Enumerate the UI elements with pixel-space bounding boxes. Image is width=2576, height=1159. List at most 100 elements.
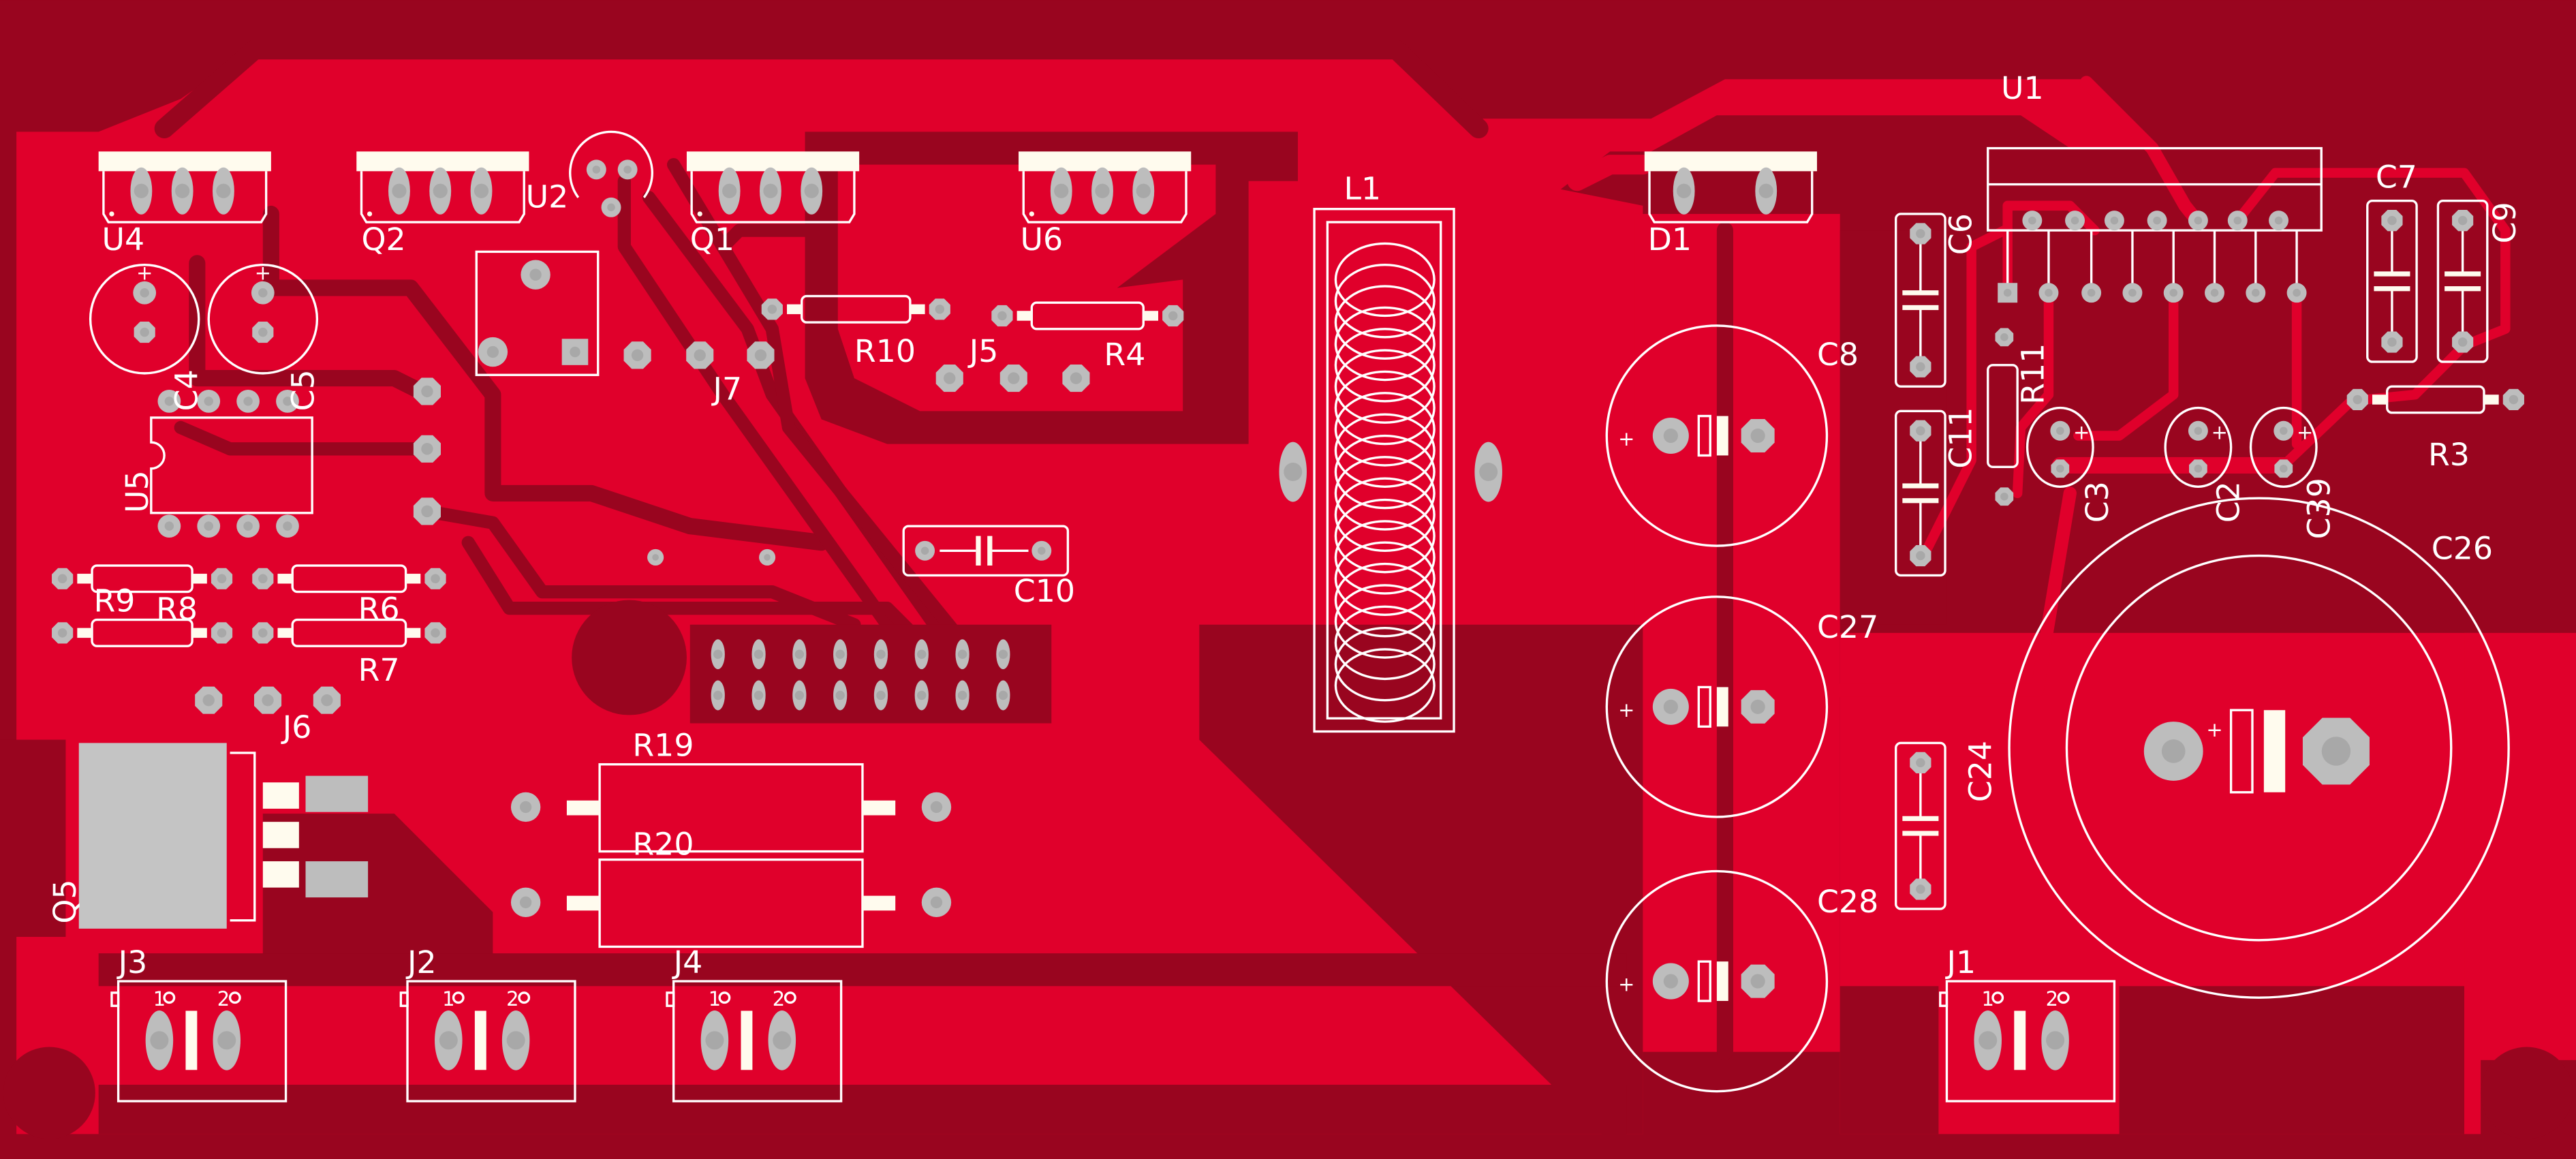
u1-pad [2022, 211, 2043, 231]
terminal-divider [741, 1010, 753, 1070]
c7-pad [2381, 331, 2403, 353]
polarity-band [2263, 710, 2286, 792]
inductor-pad [1279, 442, 1307, 502]
c11-outline [1895, 409, 1946, 577]
label-Q5: Q5 [46, 879, 83, 923]
cap-pad [2274, 420, 2294, 441]
dip-pad [157, 389, 181, 413]
r4-pad [1162, 305, 1184, 327]
silkscreen-outline [2057, 991, 2070, 1004]
transistor-pad [470, 167, 493, 215]
r3-pad [2502, 388, 2524, 411]
c26-pad [2302, 717, 2370, 785]
label-D1: D1 [1648, 221, 1692, 258]
trimmer-pad [521, 260, 550, 290]
terminal-pad [2041, 1010, 2069, 1070]
via-pad [647, 548, 664, 566]
via-pad [759, 548, 776, 566]
coil-winding [1334, 477, 1436, 552]
transistor-pad [718, 167, 741, 215]
r19-pad [510, 792, 541, 822]
header-pad [914, 680, 929, 711]
capacitor-outline [1605, 324, 1829, 547]
heatsink-tab [686, 151, 860, 172]
header-pad [955, 639, 969, 670]
c24-pad [1910, 878, 1931, 900]
u2-pad [617, 159, 638, 180]
transistor-pad [1132, 167, 1155, 215]
lead [2372, 395, 2387, 405]
label-R9: R9 [93, 583, 135, 619]
dip-pad [197, 514, 221, 538]
polarity-mark: + [1618, 427, 1634, 450]
capacitor-outline [2249, 406, 2318, 488]
cap-plate [2374, 286, 2410, 292]
terminal-pad [435, 1010, 463, 1070]
q5-lead [262, 782, 299, 809]
label-R3: R3 [2428, 436, 2470, 473]
c10-pad [1031, 540, 1052, 561]
terminal-divider [2014, 1010, 2026, 1070]
cap-pad [1741, 964, 1775, 998]
inductor-outline [1313, 208, 1455, 733]
silkscreen-outline [1022, 171, 1188, 223]
polarity-band [1716, 416, 1728, 456]
u1-pad [2163, 283, 2184, 303]
cap-pad [251, 281, 275, 305]
r19-pad [921, 792, 952, 822]
pin-label: 2 [506, 987, 518, 1010]
r20-pad [510, 887, 541, 918]
coil-winding [1334, 626, 1436, 702]
polarity-band [2229, 709, 2254, 794]
u1-outline [1987, 146, 2323, 232]
cap-plate [2445, 271, 2481, 277]
c9-pad [2452, 210, 2474, 232]
transistor-pad [760, 167, 781, 215]
r9-body [91, 564, 193, 593]
c11-pad [1910, 544, 1931, 567]
r11-body [1987, 364, 2019, 469]
label-C11: C11 [1942, 407, 1979, 468]
u1-pad [2122, 283, 2143, 303]
label-C26: C26 [2432, 529, 2493, 566]
q5-pad [305, 861, 369, 898]
label-C39: C39 [2300, 478, 2337, 539]
label-U1: U1 [2001, 69, 2044, 106]
cap-plate [987, 536, 993, 566]
j7-pad [623, 341, 651, 369]
capacitor-outline [207, 264, 319, 375]
pin1-dot [1029, 211, 1034, 217]
r11-pad [1995, 487, 2014, 506]
c24-pad [1910, 752, 1931, 773]
capacitor-outline [1605, 596, 1829, 818]
label-C7: C7 [2376, 158, 2417, 195]
r8-pad [211, 622, 233, 644]
coil-winding [1334, 605, 1436, 681]
silkscreen-outline [452, 991, 465, 1004]
label-U4: U4 [102, 221, 145, 258]
coil-winding [1334, 498, 1436, 574]
terminal-key [399, 991, 409, 1007]
r7-pad [424, 622, 446, 644]
silkscreen-outline [2065, 554, 2453, 942]
j7-pad [686, 341, 714, 369]
dip-pad [157, 514, 181, 538]
capacitor-outline [2026, 406, 2094, 488]
label-R8: R8 [156, 591, 198, 628]
cap-pad [1652, 688, 1689, 725]
j6-pad [313, 686, 341, 714]
coil-winding [1334, 520, 1436, 595]
label-C28: C28 [1817, 883, 1878, 920]
silkscreen-outline [230, 752, 256, 922]
dip-pad [276, 389, 299, 413]
j5-pad [1062, 365, 1090, 392]
label-R11: R11 [2015, 343, 2051, 405]
silkscreen-outline [783, 991, 796, 1004]
header-pad [833, 680, 848, 711]
u1-pad [2205, 283, 2224, 303]
lead [405, 574, 421, 584]
r6-pad [252, 568, 274, 589]
c9-outline [2436, 199, 2489, 363]
c6-pad [1910, 356, 1931, 377]
r10-pad [761, 298, 783, 320]
